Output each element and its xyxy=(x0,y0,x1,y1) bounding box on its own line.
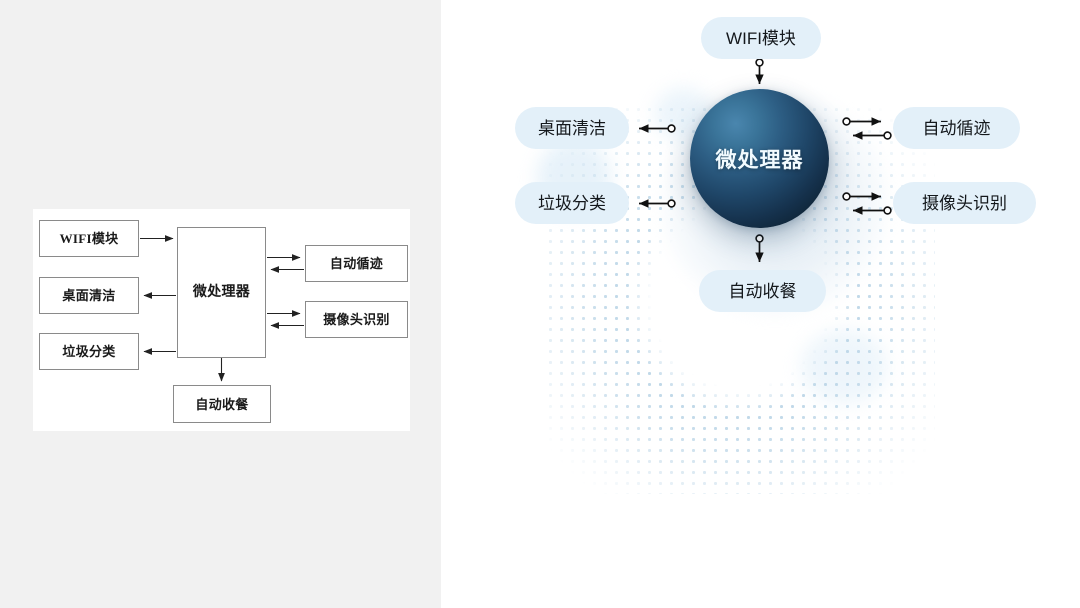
hub-node-wifi-label: WIFI模块 xyxy=(726,28,796,48)
orig-box-wifi: WIFI模块 xyxy=(39,220,139,257)
orig-box-auto-track: 自动循迹 xyxy=(305,245,408,282)
hub-node-wifi[interactable]: WIFI模块 xyxy=(701,17,821,59)
orig-box-auto-track-label: 自动循迹 xyxy=(329,256,384,271)
hub-sphere-mcu: 微处理器 xyxy=(690,89,829,228)
hub-node-auto-collect[interactable]: 自动收餐 xyxy=(699,270,826,312)
original-diagram-canvas: WIFI模块 桌面清洁 垃圾分类 微处理器 自动循迹 摄像头识别 自动收餐 xyxy=(33,209,410,431)
right-panel-redesigned-diagram: 微处理器 WIFI模块 桌面清洁 垃圾分类 自动循迹 摄像头识别 自动收餐 xyxy=(441,0,1080,608)
orig-box-desk-clean-label: 桌面清洁 xyxy=(62,288,116,303)
hub-node-camera-recog-label: 摄像头识别 xyxy=(922,193,1007,213)
orig-box-desk-clean: 桌面清洁 xyxy=(39,277,139,314)
orig-box-trash-sort: 垃圾分类 xyxy=(39,333,139,370)
hub-node-desk-clean-label: 桌面清洁 xyxy=(538,118,606,138)
hub-node-trash-sort-label: 垃圾分类 xyxy=(538,193,606,213)
orig-box-mcu: 微处理器 xyxy=(177,227,266,358)
orig-box-trash-sort-label: 垃圾分类 xyxy=(62,344,116,359)
orig-box-auto-collect-label: 自动收餐 xyxy=(195,396,249,412)
orig-box-wifi-label: WIFI模块 xyxy=(59,231,119,246)
hub-node-auto-track-label: 自动循迹 xyxy=(922,118,991,138)
orig-box-mcu-label: 微处理器 xyxy=(192,284,251,300)
hub-sphere-label: 微处理器 xyxy=(715,148,804,172)
hub-node-desk-clean[interactable]: 桌面清洁 xyxy=(515,107,629,149)
hub-node-camera-recog[interactable]: 摄像头识别 xyxy=(893,182,1036,224)
left-panel-original-diagram: WIFI模块 桌面清洁 垃圾分类 微处理器 自动循迹 摄像头识别 自动收餐 xyxy=(0,0,441,608)
orig-box-camera-recog-label: 摄像头识别 xyxy=(323,312,390,327)
orig-box-camera-recog: 摄像头识别 xyxy=(305,301,408,338)
hub-node-auto-collect-label: 自动收餐 xyxy=(728,281,797,301)
orig-box-auto-collect: 自动收餐 xyxy=(173,385,271,423)
hub-node-trash-sort[interactable]: 垃圾分类 xyxy=(515,182,629,224)
hub-node-auto-track[interactable]: 自动循迹 xyxy=(893,107,1020,149)
